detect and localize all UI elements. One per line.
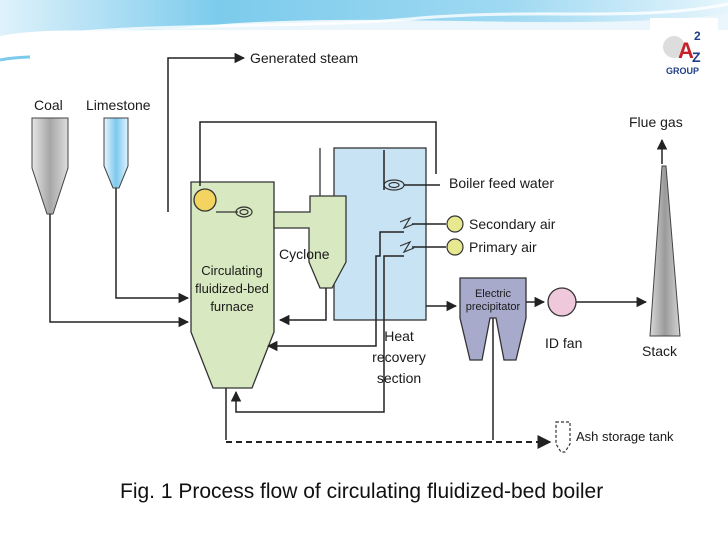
label-furnace-1: Circulating xyxy=(201,263,262,278)
label-coal: Coal xyxy=(34,97,63,113)
furnace-vessel xyxy=(190,181,275,389)
label-recovery: recovery xyxy=(372,349,426,365)
limestone-silo xyxy=(103,117,129,189)
furnace-cyclone-duct xyxy=(273,195,347,289)
label-furnace-3: furnace xyxy=(210,299,253,314)
air-preheater-coils xyxy=(399,216,415,254)
cyclone-return-line xyxy=(278,288,327,326)
label-id-fan: ID fan xyxy=(545,335,582,351)
label-heat: Heat xyxy=(384,328,414,344)
stack xyxy=(649,165,681,337)
secondary-air-to-furnace xyxy=(230,255,404,413)
figure-caption: Fig. 1 Process flow of circulating fluid… xyxy=(120,480,603,503)
furnace-coil xyxy=(216,206,253,218)
svg-text:2: 2 xyxy=(694,29,701,43)
label-ash-storage-tank: Ash storage tank xyxy=(576,429,674,444)
steam-loop-line xyxy=(199,121,437,186)
label-furnace-2: fluidized-bed xyxy=(195,281,269,296)
steam-drum xyxy=(193,188,217,212)
label-section: section xyxy=(377,370,421,386)
label-stack: Stack xyxy=(642,343,678,359)
svg-text:Z: Z xyxy=(692,49,701,65)
primary-air-to-furnace xyxy=(266,231,404,352)
label-generated-steam: Generated steam xyxy=(250,50,358,66)
label-boiler-feed-water: Boiler feed water xyxy=(449,175,554,191)
id-fan xyxy=(547,287,577,317)
label-secondary-air: Secondary air xyxy=(469,216,556,232)
secondary-air-inlet xyxy=(446,215,464,233)
primary-air-inlet xyxy=(446,238,464,256)
ash-storage-tank xyxy=(555,421,571,453)
label-limestone: Limestone xyxy=(86,97,151,113)
label-primary-air: Primary air xyxy=(469,239,537,255)
coal-feed-line xyxy=(49,214,190,328)
svg-text:A: A xyxy=(678,38,694,63)
generated-steam-line xyxy=(167,52,246,212)
limestone-feed-line xyxy=(115,188,190,304)
slide-header-band xyxy=(0,0,728,62)
label-flue-gas: Flue gas xyxy=(629,114,683,130)
company-logo: A 2 Z GROUP xyxy=(650,18,718,82)
label-cyclone: Cyclone xyxy=(279,246,330,262)
flow-lines xyxy=(49,52,668,440)
coal-silo xyxy=(31,117,69,215)
svg-text:GROUP: GROUP xyxy=(666,66,699,76)
label-electric: Electric xyxy=(475,288,512,300)
label-precipitator: precipitator xyxy=(466,301,521,313)
electric-precipitator xyxy=(459,277,527,361)
